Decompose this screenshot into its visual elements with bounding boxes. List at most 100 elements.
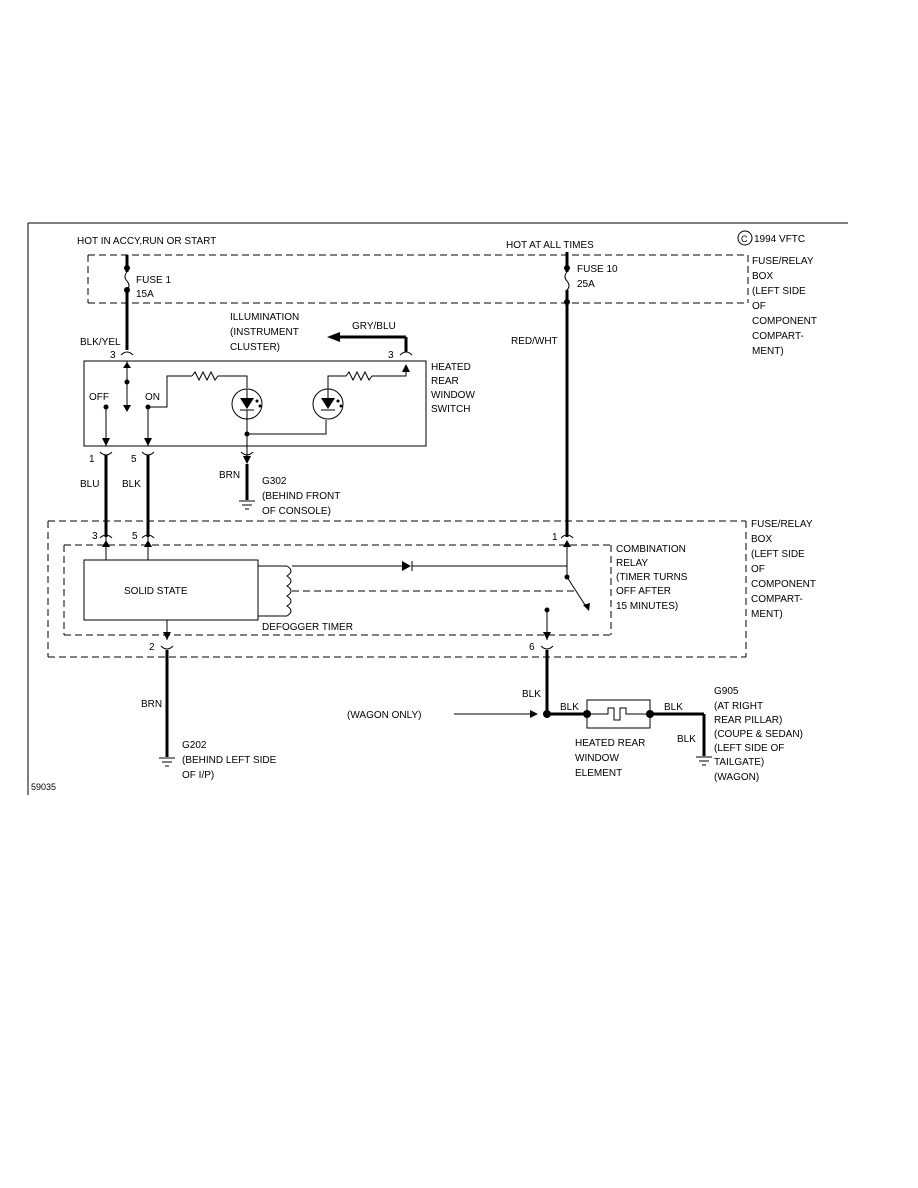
illumination-wire-gry-blu: GRY/BLU 3 [327, 321, 413, 361]
svg-text:FUSE/RELAY: FUSE/RELAY [752, 256, 814, 267]
svg-text:(BEHIND LEFT SIDE: (BEHIND LEFT SIDE [182, 755, 277, 766]
svg-text:HEATED: HEATED [431, 362, 471, 373]
power-label-accy: HOT IN ACCY,RUN OR START [77, 236, 216, 247]
wire-label-blk-yel: BLK/YEL [80, 337, 121, 348]
svg-text:1: 1 [552, 532, 558, 543]
svg-text:FUSE 10: FUSE 10 [577, 264, 618, 275]
wagon-only-label: (WAGON ONLY) [347, 710, 421, 721]
svg-text:COMPONENT: COMPONENT [752, 316, 817, 327]
heated-rear-window-switch [83, 360, 427, 447]
combination-relay-box [63, 544, 612, 636]
svg-text:1994 VFTC: 1994 VFTC [754, 234, 805, 245]
wire-label-red-wht: RED/WHT [511, 336, 558, 347]
svg-text:BOX: BOX [752, 271, 773, 282]
wire-label-blk-element-right: BLK [664, 702, 683, 713]
svg-text:(AT RIGHT: (AT RIGHT [714, 701, 763, 712]
svg-text:1: 1 [89, 454, 95, 465]
svg-text:ELEMENT: ELEMENT [575, 768, 622, 779]
fuse-relay-box-top [87, 254, 749, 304]
wagon-only-arrow [454, 710, 538, 718]
connector-switch-pin3-left [120, 351, 134, 356]
svg-text:REAR: REAR [431, 376, 459, 387]
svg-text:HEATED REAR: HEATED REAR [575, 738, 645, 749]
copyright: C 1994 VFTC [737, 230, 805, 246]
svg-text:BOX: BOX [751, 534, 772, 545]
svg-text:COMPART-: COMPART- [752, 331, 804, 342]
fuse-box-bottom-label: FUSE/RELAY BOX (LEFT SIDE OF COMPONENT C… [751, 519, 816, 620]
svg-text:COMBINATION: COMBINATION [616, 544, 686, 555]
diagram-id: 59035 [31, 782, 56, 792]
svg-text:WINDOW: WINDOW [431, 390, 475, 401]
svg-text:COMPONENT: COMPONENT [751, 579, 816, 590]
heated-element-label: HEATED REAR WINDOW ELEMENT [575, 738, 645, 779]
relay-coil: DEFOGGER TIMER [258, 565, 353, 633]
svg-text:WINDOW: WINDOW [575, 753, 619, 764]
svg-text:6: 6 [529, 642, 535, 653]
svg-text:OF CONSOLE): OF CONSOLE) [262, 506, 331, 517]
svg-text:OF I/P): OF I/P) [182, 770, 214, 781]
diagram-frame [27, 222, 848, 795]
g302-ground-icon [239, 500, 255, 510]
svg-text:2: 2 [149, 642, 155, 653]
svg-text:RELAY: RELAY [616, 558, 648, 569]
svg-text:DEFOGGER TIMER: DEFOGGER TIMER [262, 622, 353, 633]
illumination-label: ILLUMINATION (INSTRUMENT CLUSTER) [230, 312, 299, 353]
svg-text:MENT): MENT) [751, 609, 783, 620]
wire-label-blk-element-left: BLK [560, 702, 579, 713]
svg-text:(LEFT SIDE OF: (LEFT SIDE OF [714, 743, 784, 754]
svg-text:SWITCH: SWITCH [431, 404, 470, 415]
svg-text:3: 3 [92, 531, 98, 542]
g202-label: G202 (BEHIND LEFT SIDE OF I/P) [182, 740, 277, 781]
svg-text:G202: G202 [182, 740, 207, 751]
svg-text:OFF AFTER: OFF AFTER [616, 586, 671, 597]
svg-text:FUSE 1: FUSE 1 [136, 275, 171, 286]
wire-label-blk: BLK [122, 479, 141, 490]
power-label-all-times: HOT AT ALL TIMES [506, 240, 594, 251]
svg-text:(INSTRUMENT: (INSTRUMENT [230, 327, 299, 338]
svg-text:5: 5 [132, 531, 138, 542]
svg-text:(TIMER TURNS: (TIMER TURNS [616, 572, 688, 583]
g905-label: G905 (AT RIGHT REAR PILLAR) (COUPE & SED… [714, 686, 803, 783]
svg-text:G302: G302 [262, 476, 287, 487]
svg-text:ILLUMINATION: ILLUMINATION [230, 312, 299, 323]
wire-label-blu: BLU [80, 479, 99, 490]
g202-ground-icon [159, 757, 175, 767]
relay-contact-line [292, 545, 590, 640]
wire-label-blk-pin6: BLK [522, 689, 541, 700]
combination-relay-label: COMBINATION RELAY (TIMER TURNS OFF AFTER… [616, 544, 688, 612]
switch-internals: OFF ON [89, 361, 410, 464]
svg-text:(LEFT SIDE: (LEFT SIDE [751, 549, 805, 560]
wire-label-blk-g905: BLK [677, 734, 696, 745]
g905-ground-icon [696, 756, 712, 766]
svg-text:TAILGATE): TAILGATE) [714, 757, 764, 768]
svg-text:MENT): MENT) [752, 346, 784, 357]
svg-text:CLUSTER): CLUSTER) [230, 342, 280, 353]
svg-text:ON: ON [145, 392, 160, 403]
svg-text:25A: 25A [577, 279, 595, 290]
svg-text:5: 5 [131, 454, 137, 465]
svg-text:(BEHIND FRONT: (BEHIND FRONT [262, 491, 340, 502]
lower-box-top-pins: 3 5 1 [92, 531, 574, 560]
solid-state-block [83, 559, 259, 621]
wire-label-brn-g202: BRN [141, 699, 162, 710]
svg-text:OFF: OFF [89, 392, 109, 403]
svg-text:FUSE/RELAY: FUSE/RELAY [751, 519, 813, 530]
svg-text:REAR PILLAR): REAR PILLAR) [714, 715, 782, 726]
pin-3-switch-left: 3 [110, 350, 116, 361]
svg-text:15 MINUTES): 15 MINUTES) [616, 601, 678, 612]
svg-text:15A: 15A [136, 289, 154, 300]
switch-bottom-connectors: 1 5 [89, 451, 254, 465]
svg-text:C: C [741, 234, 748, 244]
wire-label-brn-g302: BRN [219, 470, 240, 481]
svg-text:OF: OF [752, 301, 766, 312]
solid-state-label: SOLID STATE [124, 586, 188, 597]
switch-label: HEATED REAR WINDOW SWITCH [431, 362, 475, 415]
g302-label: G302 (BEHIND FRONT OF CONSOLE) [262, 476, 340, 517]
svg-text:COMPART-: COMPART- [751, 594, 803, 605]
solid-state-output: 2 6 [149, 620, 554, 653]
svg-text:OF: OF [751, 564, 765, 575]
svg-text:(LEFT SIDE: (LEFT SIDE [752, 286, 806, 297]
heated-rear-window-element [583, 699, 654, 729]
fuse-relay-box-bottom [47, 520, 747, 658]
